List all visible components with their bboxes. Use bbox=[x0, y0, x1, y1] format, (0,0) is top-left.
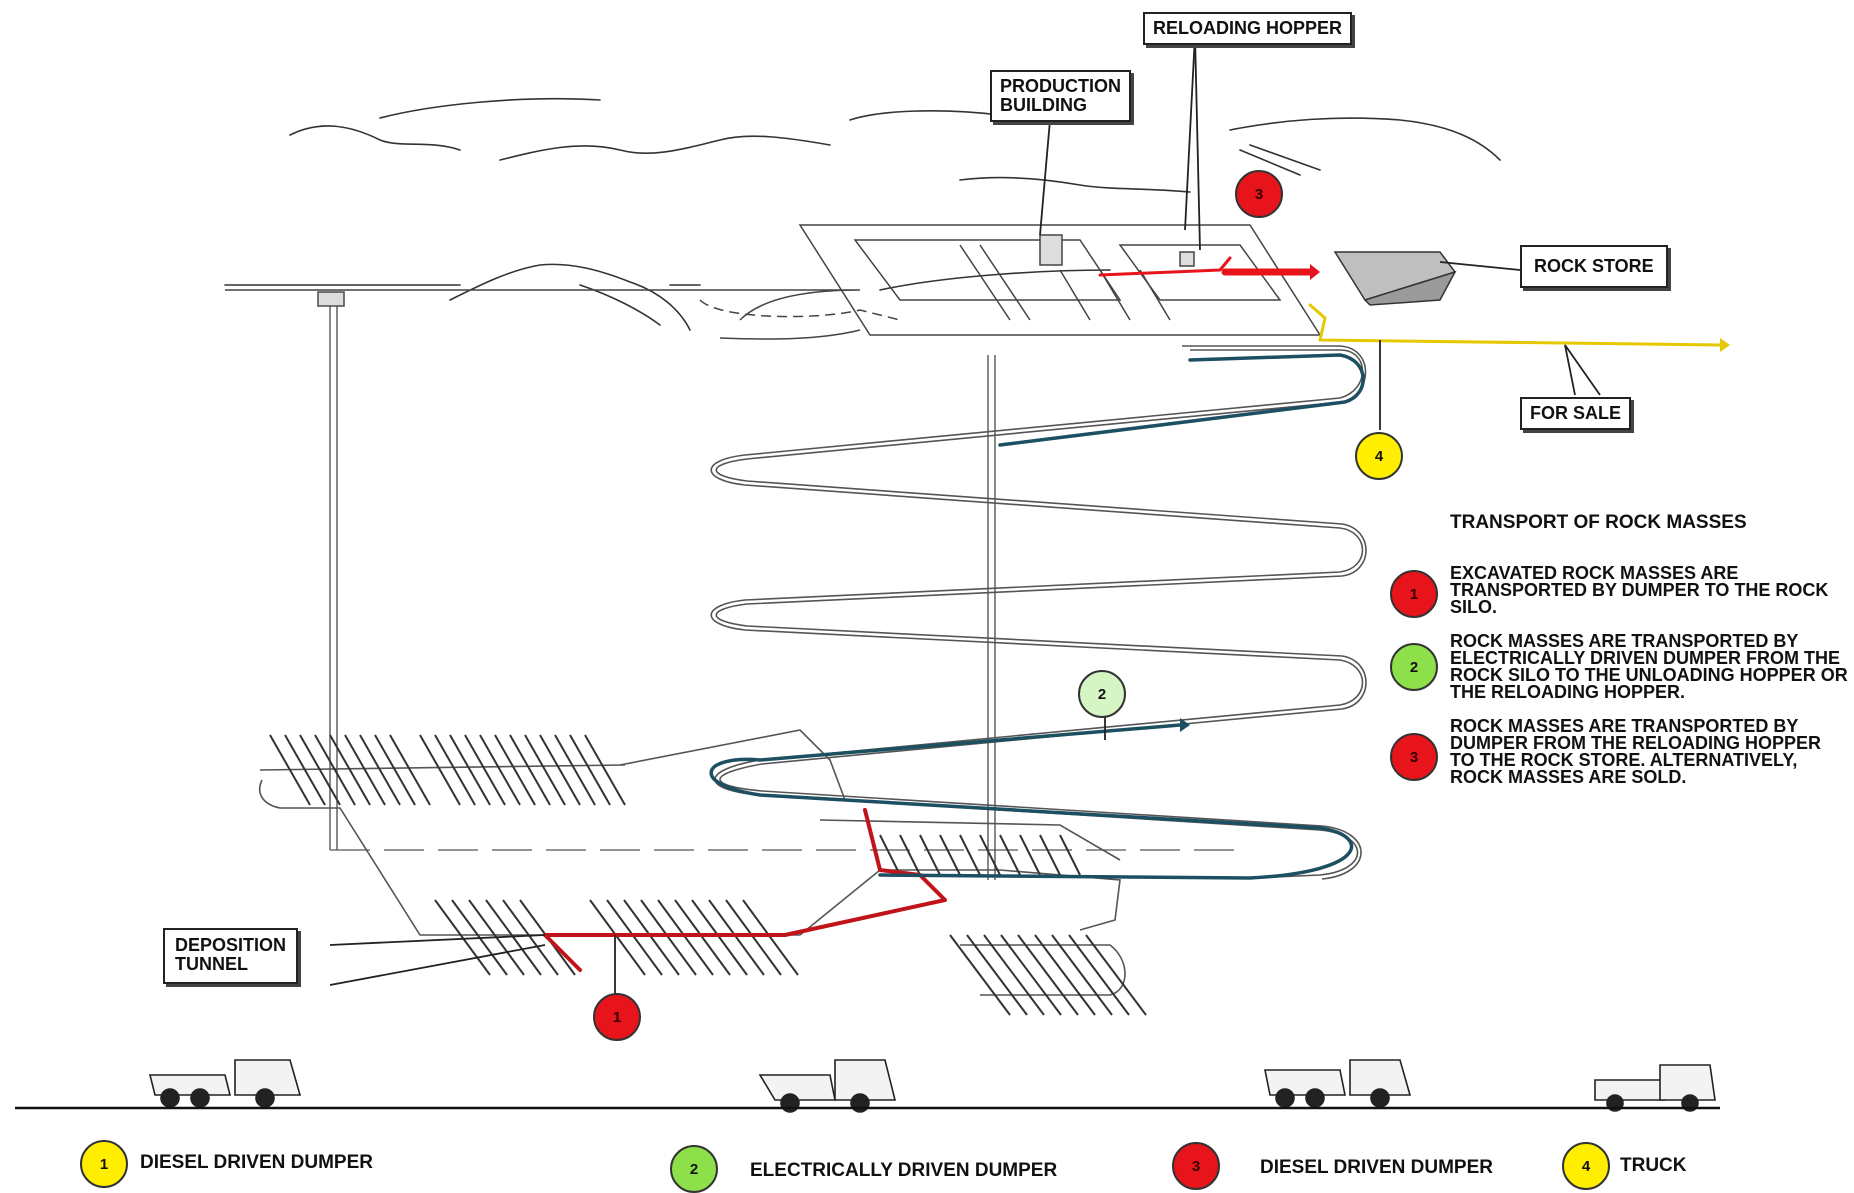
vehicle-1-marker: 1 bbox=[80, 1140, 128, 1188]
route-lines bbox=[543, 256, 1722, 972]
legend-3-text: ROCK MASSES ARE TRANSPORTED BY DUMPER FR… bbox=[1450, 716, 1822, 787]
hills-sketch bbox=[224, 97, 1501, 331]
vehicle-3-marker: 3 bbox=[1172, 1142, 1220, 1190]
vehicle-4-marker: 4 bbox=[1562, 1142, 1610, 1190]
legend-2-text: ROCK MASSES ARE TRANSPORTED BY ELECTRICA… bbox=[1450, 631, 1848, 702]
rock-store-shape bbox=[1333, 251, 1457, 306]
vehicle-4-label: TRUCK bbox=[1620, 1155, 1687, 1176]
vehicle-2-label: ELECTRICALLY DRIVEN DUMPER bbox=[750, 1160, 1058, 1181]
rock-store-label: ROCK STORE bbox=[1520, 245, 1668, 288]
route2-arrowhead bbox=[1180, 718, 1190, 732]
route3-arrowhead bbox=[1310, 264, 1320, 280]
legend-2-marker: 2 bbox=[1390, 643, 1438, 691]
vehicle-3-drawing bbox=[1264, 1059, 1412, 1108]
legend-1-text: EXCAVATED ROCK MASSES ARE TRANSPORTED BY… bbox=[1450, 563, 1829, 617]
vehicle-1-label: DIESEL DRIVEN DUMPER bbox=[140, 1152, 373, 1173]
vehicle-4-drawing bbox=[1594, 1064, 1716, 1112]
vehicle-3-label: DIESEL DRIVEN DUMPER bbox=[1260, 1157, 1493, 1178]
marker-1-tunnel: 1 bbox=[593, 993, 641, 1041]
route4-arrowhead bbox=[1720, 338, 1730, 352]
deposition-hatching bbox=[269, 734, 1147, 1016]
legend-title: TRANSPORT OF ROCK MASSES bbox=[1450, 512, 1747, 533]
deposition-tunnel-label: DEPOSITION TUNNEL bbox=[163, 928, 299, 984]
label-leaders bbox=[329, 34, 1601, 995]
marker-3-plant: 3 bbox=[1235, 170, 1283, 218]
marker-4-plant: 4 bbox=[1355, 432, 1403, 480]
surface-plant bbox=[225, 224, 1322, 340]
production-building-label: PRODUCTION BUILDING bbox=[990, 70, 1131, 122]
legend-1-marker: 1 bbox=[1390, 570, 1438, 618]
marker-2-tunnel: 2 bbox=[1078, 670, 1126, 718]
vehicle-2-marker: 2 bbox=[670, 1145, 718, 1193]
for-sale-label: FOR SALE bbox=[1520, 397, 1632, 430]
reloading-hopper-label: RELOADING HOPPER bbox=[1143, 12, 1353, 45]
tunnel-system bbox=[258, 291, 1367, 996]
vehicle-2-drawing bbox=[758, 1059, 897, 1113]
vehicle-drawings bbox=[148, 1059, 1716, 1113]
legend-3-marker: 3 bbox=[1390, 733, 1438, 781]
vehicle-1-drawing bbox=[148, 1059, 302, 1108]
